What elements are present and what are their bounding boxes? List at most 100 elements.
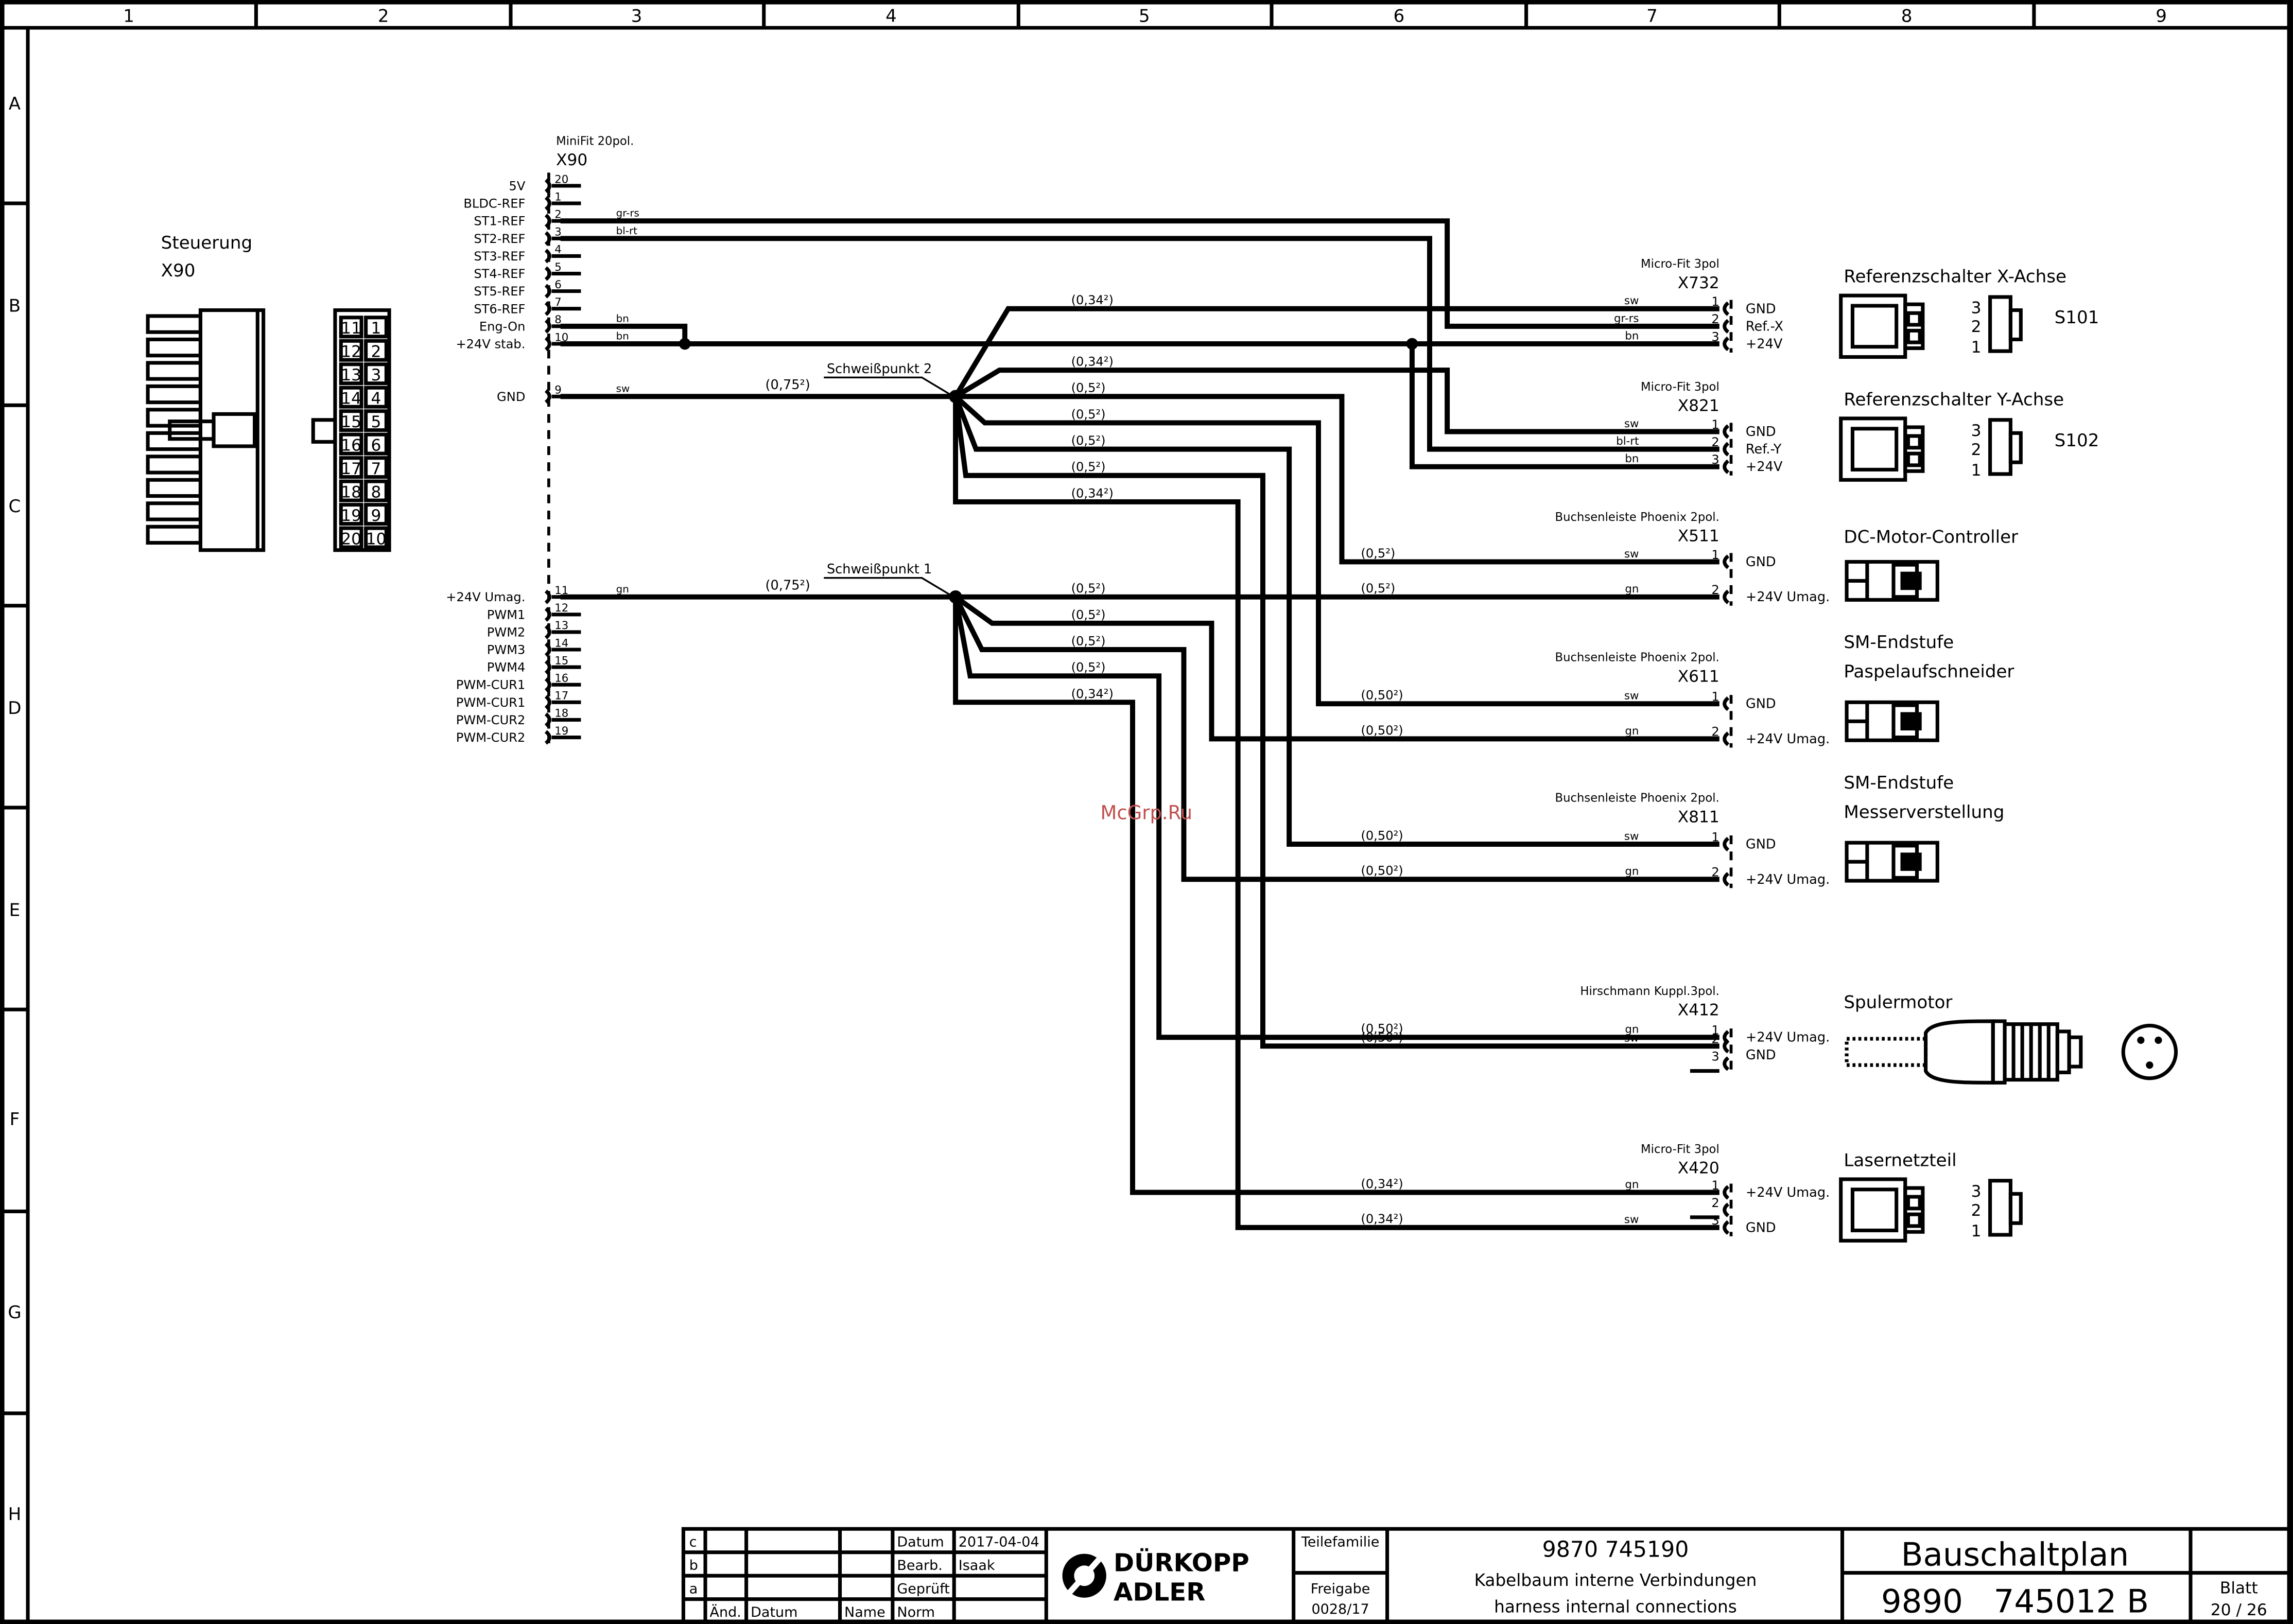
rev-header-aend: Änd.: [710, 1604, 741, 1620]
pin-number: 3: [371, 366, 381, 385]
junction-dot: [1406, 338, 1418, 350]
x90-pin-number: 4: [554, 243, 562, 256]
company-logo: DÜRKOPP ADLER: [1060, 1546, 1249, 1607]
geprueft-label: Geprüft: [897, 1581, 950, 1597]
pin-number: 2: [1971, 441, 1982, 459]
connector-housing: [198, 308, 266, 552]
x90-type: MiniFit 20pol.: [556, 134, 634, 148]
x90-pin-number: 6: [554, 278, 562, 291]
x90-pin-label: GND: [497, 390, 525, 404]
description-en: harness internal connections: [1494, 1597, 1737, 1616]
blatt-value: 20 / 26: [2211, 1601, 2267, 1619]
connector-symbol: [1839, 1177, 2023, 1243]
x90-pin-label: ST6-REF: [474, 302, 525, 316]
pin-contact-symbol: [1723, 1202, 1730, 1217]
x90-pin-label: BLDC-REF: [463, 197, 525, 211]
pin-cell: [364, 456, 388, 479]
col-label: 9: [2156, 6, 2167, 27]
watermark: McGrp.Ru: [1100, 802, 1192, 824]
splice-2-cross-section: (0,75²): [766, 377, 810, 393]
x90-pin-number: 20: [554, 173, 568, 186]
title-block: c b a Änd. Datum Name Norm Datum 2017-04…: [681, 1527, 2292, 1624]
pin-number: 1: [1711, 1023, 1719, 1038]
connector-pins: [146, 314, 257, 545]
connector-name: X412: [1678, 1001, 1719, 1020]
splice-point-1: [949, 590, 962, 604]
wire-color: sw: [1624, 417, 1639, 430]
document-type: Bauschaltplan: [1901, 1535, 2129, 1573]
pin-number: 1: [1711, 830, 1719, 844]
connector-type: Micro-Fit 3pol: [1641, 380, 1719, 394]
x90-pin-number: 12: [554, 602, 568, 615]
signal-label: Ref.-X: [1746, 319, 1783, 334]
splice-point-2: [949, 390, 962, 404]
wire-color: gn: [616, 583, 629, 595]
pin-cell: [364, 386, 388, 409]
device-subtitle: Paspelaufschneider: [1844, 661, 2014, 682]
x90-pin-number: 9: [554, 384, 562, 397]
pin-number: 20: [341, 530, 361, 548]
part-number: 9870 745190: [1542, 1536, 1689, 1562]
cross-section-label: (0,34²): [1361, 1212, 1403, 1226]
branch-cross-section: (0,5²): [1071, 460, 1106, 474]
x90-pin-number: 18: [554, 707, 568, 720]
device-spulermotor: Spulermotor: [1844, 992, 2178, 1085]
pin-number: 13: [341, 366, 361, 385]
x90-pin-label: +24V Umag.: [446, 590, 525, 604]
signal-label: +24V Umag.: [1746, 1185, 1830, 1200]
wire-sp2-x821: [954, 368, 1719, 434]
wire-st1-ref: [560, 218, 1719, 329]
x90-pin-label: ST5-REF: [474, 284, 525, 299]
connector-type: Buchsenleiste Phoenix 2pol.: [1555, 651, 1719, 665]
signal-label: +24V Umag.: [1746, 1030, 1830, 1045]
pin-number: 2: [371, 343, 381, 361]
pin-number: 15: [341, 413, 361, 431]
target-connectors: Micro-Fit 3polX7321swGND2gr-rsRef.-X3bn+…: [1361, 257, 1830, 1236]
branch-cross-section: (0,5²): [1071, 660, 1106, 675]
col-label: 4: [885, 6, 897, 27]
devices: Referenzschalter X-Achse 3 2 1 S101 Refe…: [1839, 267, 2178, 1243]
branch-cross-section: (0,5²): [1071, 581, 1106, 596]
pin-number: 3: [1711, 452, 1719, 467]
pin-number: 2: [1711, 1032, 1719, 1046]
revision-letter: c: [689, 1534, 697, 1550]
x90-pin-number: 1: [554, 190, 562, 203]
branch-cross-section: (0,34²): [1071, 355, 1114, 369]
pin-number: 4: [371, 389, 381, 408]
col-label: 7: [1646, 6, 1658, 27]
x90-pin-label: ST2-REF: [474, 232, 525, 246]
pin-contact-symbol: [544, 589, 551, 604]
wire-color: gn: [1625, 1023, 1639, 1036]
branch-cross-section: (0,5²): [1071, 381, 1106, 395]
x90-pin-number: 8: [554, 313, 562, 326]
pin-contact-symbol: [1723, 319, 1730, 334]
pin-number: 19: [341, 507, 361, 525]
x90-pin-label: ST3-REF: [474, 249, 525, 264]
pin-contact-symbol: [544, 389, 551, 404]
device-title: Referenzschalter Y-Achse: [1844, 389, 2064, 410]
pin-contact-symbol: [1723, 459, 1730, 474]
device-title: Lasernetzteil: [1844, 1150, 1956, 1171]
cross-section-label: (0,50²): [1361, 864, 1403, 878]
pin-number: 1: [1971, 1222, 1982, 1241]
wire-color: bn: [616, 330, 629, 342]
pin-cell: [339, 503, 363, 526]
revision-letter: b: [689, 1558, 698, 1574]
pin-number: 3: [1971, 1182, 1982, 1201]
branch-cross-section: (0,34²): [1071, 687, 1114, 701]
x90-name: X90: [556, 151, 587, 169]
pin-contact-symbol: [544, 214, 551, 229]
pin-cell: [364, 339, 388, 362]
col-label: 5: [1139, 6, 1150, 27]
x90-pin-label: +24V stab.: [456, 337, 525, 351]
signal-label: GND: [1746, 1047, 1776, 1063]
pin-number: 12: [341, 343, 361, 361]
device-title: Referenzschalter X-Achse: [1844, 267, 2066, 287]
pin-cell: [339, 432, 363, 456]
device-title: Spulermotor: [1844, 992, 1953, 1012]
x90-pin-number: 17: [554, 690, 568, 703]
cross-section-label: (0,5²): [1361, 581, 1395, 596]
